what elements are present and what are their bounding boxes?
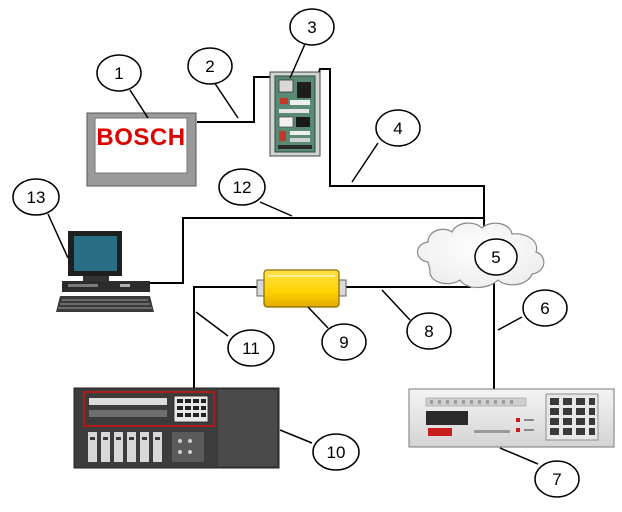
svg-text:1: 1 [114,64,123,83]
svg-text:10: 10 [327,443,346,462]
leader-9 [307,306,329,329]
leader-4 [351,142,379,183]
bosch-display-icon: BOSCH [86,112,197,187]
yellow-module-icon [256,269,347,308]
wire-11 [193,286,264,390]
control-board-icon [269,71,321,157]
svg-text:6: 6 [540,299,549,318]
callout-4: 4 [375,109,421,147]
svg-text:9: 9 [339,333,348,352]
callout-7: 7 [534,460,580,498]
callout-9: 9 [321,323,367,361]
callout-2: 2 [187,47,233,85]
leader-11 [195,311,229,337]
alarm-receiver-icon [408,388,615,448]
svg-text:12: 12 [233,178,252,197]
svg-text:8: 8 [424,322,433,341]
svg-text:11: 11 [242,339,260,358]
leader-13 [47,213,69,259]
leader-lines [47,43,539,465]
callout-3: 3 [289,8,335,46]
callout-10: 10 [312,433,360,471]
callout-6: 6 [522,289,568,327]
svg-text:7: 7 [552,470,561,489]
leader-2 [213,81,239,119]
leader-8 [381,289,411,321]
wire-12 [150,217,485,284]
svg-text:3: 3 [307,18,316,37]
wire-4 [315,68,485,247]
svg-text:5: 5 [491,248,500,267]
callout-1: 1 [96,54,142,92]
leader-1 [129,89,149,119]
callout-8: 8 [406,312,452,350]
svg-text:2: 2 [205,57,214,76]
leader-6 [497,316,523,331]
leader-7 [499,447,539,465]
rack-receiver-icon [73,387,280,469]
callout-5: 5 [474,238,518,276]
bosch-logo: BOSCH [96,124,185,151]
callouts: 1 2 3 4 5 6 7 8 [12,8,580,498]
desktop-computer-icon [56,231,154,312]
leader-12 [259,201,293,217]
wire-2 [197,76,276,123]
callout-13: 13 [12,178,60,216]
svg-text:4: 4 [393,119,402,138]
leader-3 [289,43,306,79]
leader-10 [279,429,313,444]
callout-11: 11 [227,329,275,367]
svg-text:13: 13 [27,188,46,207]
callout-12: 12 [218,168,266,206]
